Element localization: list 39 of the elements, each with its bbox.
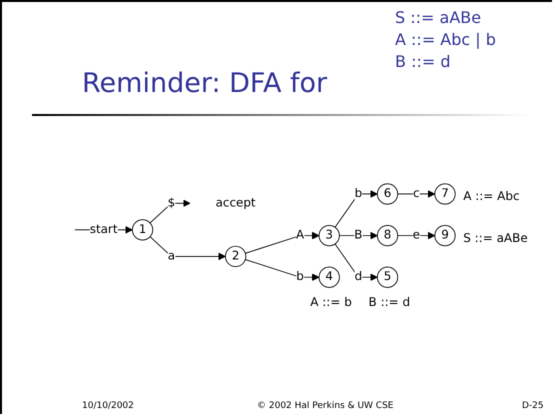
node-circle: 7 xyxy=(434,183,456,205)
arrow xyxy=(334,190,378,228)
edge-label: c xyxy=(413,186,420,200)
footer-copyright: © 2002 Hal Perkins & UW CSE xyxy=(257,401,394,411)
arrow xyxy=(244,232,320,254)
edge-label: B xyxy=(354,228,362,242)
arrow xyxy=(334,244,378,281)
node-circle: 6 xyxy=(376,183,398,205)
grammar-rule: A ::= Abc | b xyxy=(395,30,496,49)
edge-label: d xyxy=(354,270,362,284)
arrow xyxy=(150,200,190,224)
slide-title: Reminder: DFA for xyxy=(82,68,328,99)
node-circle: 1 xyxy=(132,219,154,240)
node-circle: 8 xyxy=(376,225,398,246)
node-text: accept xyxy=(216,196,256,210)
edge-label: e xyxy=(412,228,420,242)
grammar-rule: S ::= aABe xyxy=(395,8,482,27)
node-circle: 4 xyxy=(318,266,340,288)
edge-label: start xyxy=(90,222,118,236)
edge-label: b xyxy=(354,186,362,200)
state-rule: B ::= d xyxy=(368,295,410,310)
state-rule: A ::= Abc xyxy=(463,188,520,203)
grammar-rule: B ::= d xyxy=(395,52,450,71)
edge-label: A xyxy=(296,228,304,242)
state-rule: S ::= aABe xyxy=(463,230,528,245)
node-circle: 2 xyxy=(225,246,246,268)
node-circle: 9 xyxy=(434,225,456,246)
edge-label: $ xyxy=(168,196,176,210)
footer-date: 10/10/2002 xyxy=(82,401,134,411)
node-circle: 3 xyxy=(318,225,340,246)
edge-label: b xyxy=(296,270,304,284)
edge-label: a xyxy=(168,249,176,263)
state-rule: A ::= b xyxy=(310,295,352,310)
slide-number: D-25 xyxy=(522,401,544,411)
arrow xyxy=(244,259,320,281)
arrow xyxy=(150,236,226,260)
arrow xyxy=(397,190,436,198)
arrow xyxy=(397,232,436,240)
node-circle: 5 xyxy=(376,266,398,288)
